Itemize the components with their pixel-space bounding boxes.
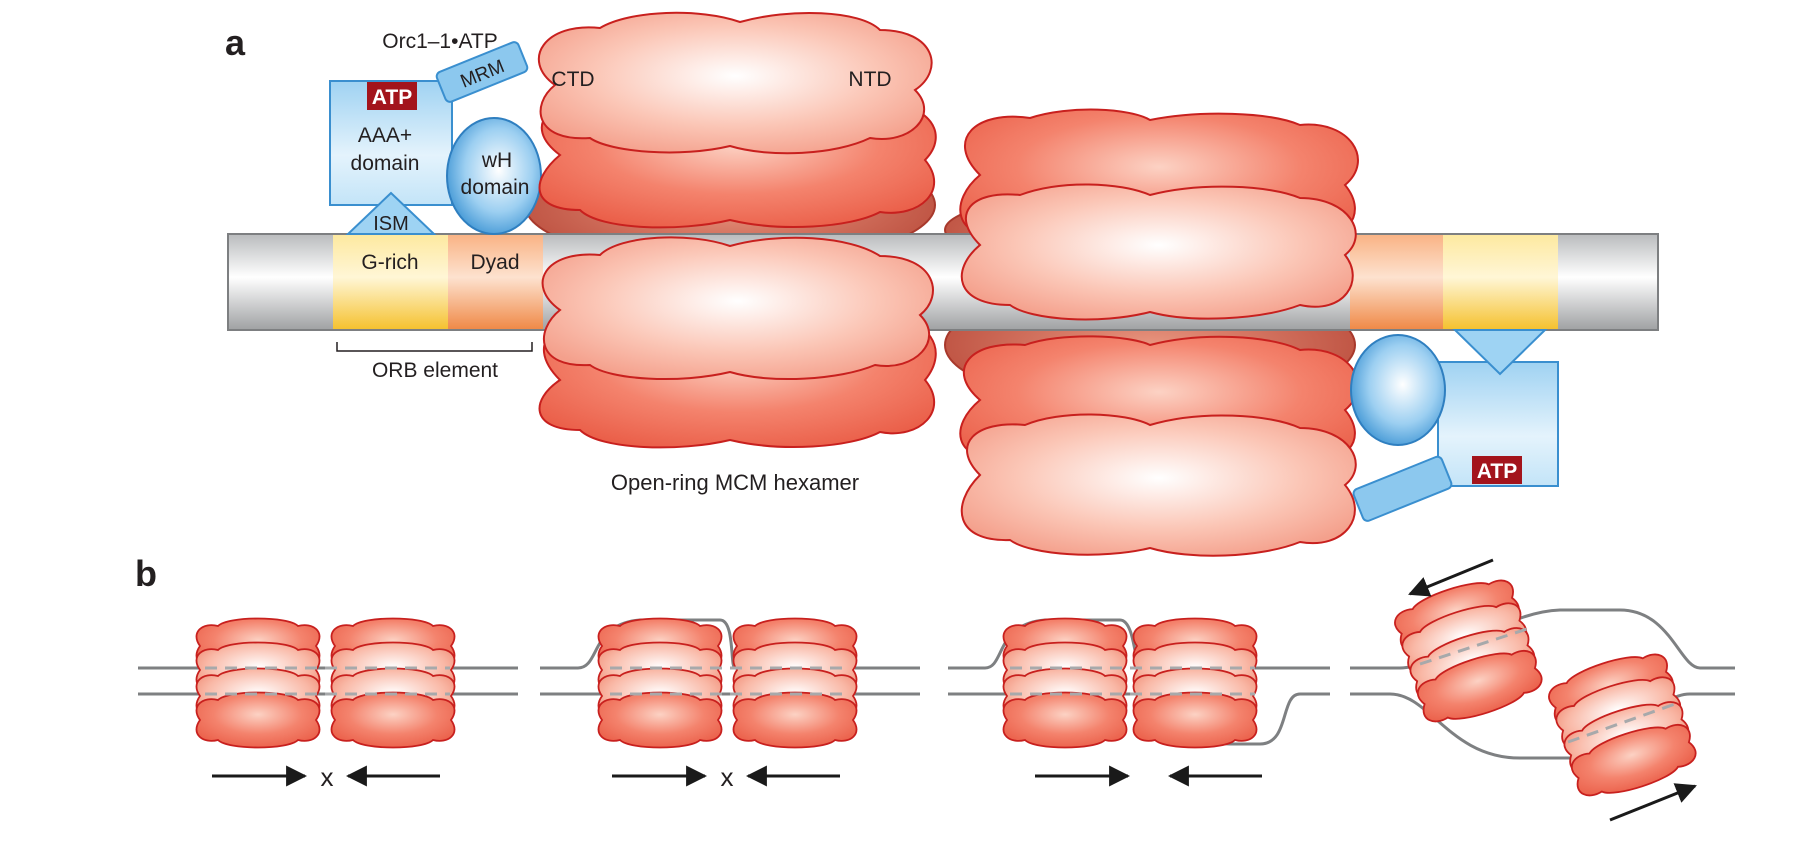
mcm-tier bbox=[330, 691, 456, 749]
orc-complex-label: Orc1–1•ATP bbox=[382, 30, 498, 53]
aaa-line1: AAA+ bbox=[358, 124, 412, 147]
ism-triangle bbox=[345, 191, 437, 235]
dna-duplex bbox=[227, 233, 1659, 331]
wh-line2: domain bbox=[461, 176, 530, 199]
g-rich-segment bbox=[333, 235, 448, 329]
mrm-box bbox=[435, 41, 529, 103]
mrm-box-right bbox=[1352, 455, 1453, 522]
small-mcm-hexamer bbox=[195, 617, 321, 749]
small-mcm-hexamer bbox=[732, 617, 858, 749]
wh-line1: wH bbox=[481, 149, 512, 172]
block-mark: x bbox=[321, 762, 334, 792]
orc1-left bbox=[329, 41, 542, 235]
mcm-tier bbox=[732, 691, 858, 749]
small-mcm-hexamer bbox=[1548, 653, 1697, 797]
aaa-line2: domain bbox=[351, 152, 420, 175]
orb-element-label: ORB element bbox=[372, 359, 498, 382]
g-rich-label: G-rich bbox=[361, 251, 418, 274]
mcm-tier bbox=[597, 691, 723, 749]
open-ring-label: Open-ring MCM hexamer bbox=[611, 470, 859, 495]
atp-badge bbox=[367, 82, 417, 110]
block-mark: x bbox=[721, 762, 734, 792]
ctd-label: CTD bbox=[551, 68, 594, 91]
mcm-tier bbox=[195, 691, 321, 749]
ntd-label: NTD bbox=[848, 68, 891, 91]
wh-domain-ball bbox=[446, 117, 542, 235]
mcm-tier bbox=[1002, 691, 1128, 749]
small-mcm-hexamer bbox=[1132, 617, 1258, 749]
ism-label: ISM bbox=[373, 213, 409, 235]
mcm-tier bbox=[1570, 724, 1697, 797]
right-mcm-hexamer bbox=[959, 108, 1359, 557]
panel-b-label: b bbox=[135, 553, 157, 594]
wh-domain-ball-right bbox=[1350, 334, 1446, 446]
dyad-segment bbox=[448, 235, 543, 329]
atp-badge-right bbox=[1472, 456, 1522, 484]
small-mcm-hexamer bbox=[330, 617, 456, 749]
small-mcm-hexamer bbox=[597, 617, 723, 749]
mcm-tier bbox=[1416, 650, 1543, 723]
ism-triangle-right bbox=[1452, 329, 1548, 376]
dyad-label: Dyad bbox=[470, 251, 519, 274]
orb-bracket bbox=[336, 342, 533, 352]
orc1-right bbox=[1350, 329, 1559, 522]
small-mcm-hexamer bbox=[1394, 579, 1543, 723]
small-mcm-hexamer bbox=[1002, 617, 1128, 749]
dyad-segment-right bbox=[1350, 235, 1443, 329]
direction-arrow bbox=[1609, 783, 1697, 822]
g-rich-segment-right bbox=[1443, 235, 1558, 329]
left-mcm-hexamer bbox=[537, 11, 937, 449]
atp-label-right: ATP bbox=[1477, 460, 1517, 483]
atp-label: ATP bbox=[372, 86, 412, 109]
panel-a-label: a bbox=[225, 22, 246, 63]
mcm-tier bbox=[1132, 691, 1258, 749]
direction-arrow bbox=[1408, 558, 1494, 597]
